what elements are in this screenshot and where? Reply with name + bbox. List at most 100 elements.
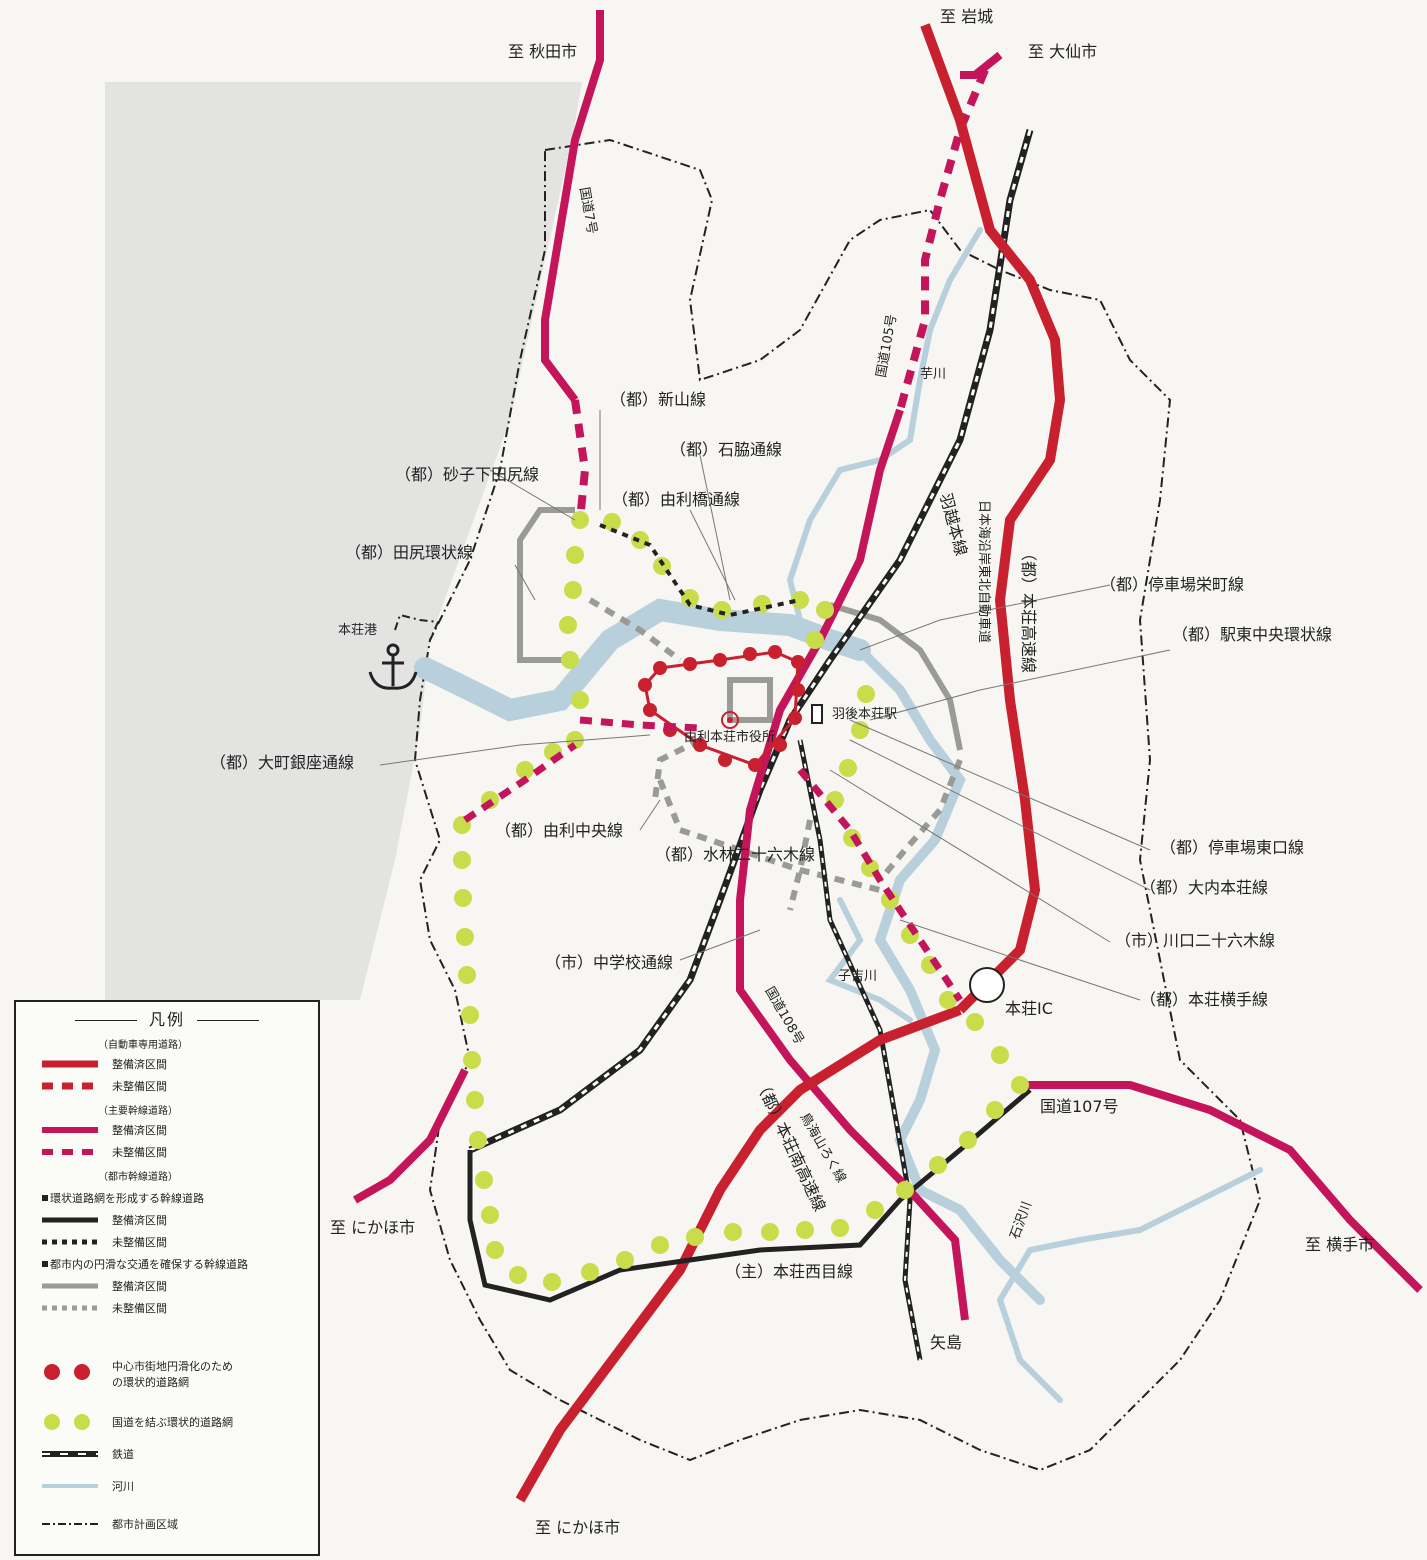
grey-inner-road-2 bbox=[652, 737, 702, 801]
legend-title: 凡例 bbox=[16, 1006, 318, 1030]
river-group bbox=[414, 227, 1263, 1403]
expressway-built-symbol bbox=[42, 1060, 98, 1068]
legend-expressway-built: 整備済区間 bbox=[16, 1054, 318, 1074]
legend-text: 未整備区間 bbox=[112, 1146, 167, 1159]
route108-label: 国道108号 bbox=[762, 985, 807, 1048]
legend-expressway-category: （自動車専用道路） bbox=[16, 1036, 318, 1056]
legend-railway: 鉄道 bbox=[16, 1444, 318, 1464]
ishizawa-river-label: 石沢川 bbox=[1008, 1200, 1035, 1242]
teishajo-higashiguchi-label: （都）停車場東口線 bbox=[1160, 838, 1304, 857]
ring-unbuilt-black bbox=[599, 523, 801, 618]
legend-text: 環状道路網を形成する幹線道路 bbox=[50, 1192, 204, 1205]
route7-label: 国道7号 bbox=[576, 186, 599, 235]
smooth-built-symbol bbox=[42, 1283, 98, 1289]
chugakko-label: （市）中学校通線 bbox=[545, 953, 673, 972]
koyoshi-branch bbox=[825, 897, 913, 1023]
legend-text: 鉄道 bbox=[112, 1448, 134, 1461]
route105 bbox=[736, 51, 1003, 1321]
legend-text: 整備済区間 bbox=[112, 1124, 167, 1137]
center-ring-symbol bbox=[44, 1364, 90, 1380]
legend-cat-text: （主要幹線道路） bbox=[98, 1106, 178, 1117]
legend-ring-unbuilt: 未整備区間 bbox=[16, 1232, 318, 1252]
route105-label: 国道105号 bbox=[874, 313, 900, 378]
ring-built-symbol bbox=[42, 1217, 98, 1223]
legend-arterial-category: （主要幹線道路） bbox=[16, 1102, 318, 1122]
imo-river-label: 芋川 bbox=[920, 367, 946, 382]
legend-text: 整備済区間 bbox=[112, 1058, 167, 1071]
ouchi-label: （都）大内本荘線 bbox=[1140, 878, 1268, 897]
grey-inner-road bbox=[588, 597, 682, 663]
legend-text: 河川 bbox=[112, 1480, 134, 1493]
legend-text: 都市計画区域 bbox=[112, 1518, 178, 1531]
sunago-label: （都）砂子下田尻線 bbox=[395, 465, 539, 484]
dest-iwaki: 至 岩城 bbox=[940, 7, 993, 26]
station-label: 羽後本荘駅 bbox=[832, 707, 897, 722]
honjo-express-label: （都）本荘高速線 bbox=[1019, 545, 1038, 673]
city-hall-label: 由利本荘市役所 bbox=[684, 729, 775, 745]
legend-text: 整備済区間 bbox=[112, 1280, 167, 1293]
river-symbol bbox=[42, 1484, 98, 1488]
legend-text: 未整備区間 bbox=[112, 1080, 167, 1093]
legend-box: 凡例 （自動車専用道路） 整備済区間 未整備区間 （主要幹線道路） 整備済区間 … bbox=[14, 1000, 320, 1556]
yurihashi-label: （都）由利橋通線 bbox=[612, 490, 740, 509]
expressways bbox=[515, 23, 1066, 1503]
grey-inner-road-4 bbox=[727, 677, 773, 723]
leader-lines bbox=[379, 410, 1171, 1001]
route7-south bbox=[353, 1068, 469, 1204]
tajiri-ring-road bbox=[517, 507, 575, 663]
dest-nikaho-south: 至 にかほ市 bbox=[535, 1518, 620, 1537]
station-marker bbox=[811, 704, 823, 724]
legend-text: 未整備区間 bbox=[112, 1302, 167, 1315]
legend-cat-text: （自動車専用道路） bbox=[98, 1040, 188, 1051]
legend-expressway-unbuilt: 未整備区間 bbox=[16, 1076, 318, 1096]
grey-inner-road-3 bbox=[787, 819, 813, 911]
anchor-icon bbox=[368, 643, 418, 690]
arterial-built-symbol bbox=[42, 1127, 98, 1133]
port-boundary bbox=[394, 613, 440, 641]
tajiri-label: （都）田尻環状線 bbox=[345, 543, 473, 562]
koyoshi-river bbox=[414, 598, 871, 722]
legend-smooth-traffic: 都市内の円滑な交通を確保する幹線道路 bbox=[16, 1254, 318, 1274]
nishinome-road bbox=[467, 1088, 1032, 1303]
city-hall-marker bbox=[721, 711, 739, 729]
railway-symbol bbox=[42, 1451, 98, 1457]
legend-planning-area: 都市計画区域 bbox=[16, 1514, 318, 1534]
legend-national-ring: 国道を結ぶ環状的道路網 bbox=[16, 1412, 318, 1432]
nihonkai-expressway-label: 日本海沿岸東北自動車道 bbox=[976, 500, 992, 643]
yokote-line-label: （都）本荘横手線 bbox=[1140, 990, 1268, 1009]
ekihigashi-label: （都）駅東中央環状線 bbox=[1172, 625, 1332, 644]
chokai-line-ticks bbox=[799, 739, 921, 1361]
legend-arterial-unbuilt: 未整備区間 bbox=[16, 1142, 318, 1162]
route107-label: 国道107号 bbox=[1040, 1097, 1119, 1116]
uetsu-line-label: 羽越本線 bbox=[936, 491, 971, 558]
legend-text: 国道を結ぶ環状的道路網 bbox=[112, 1416, 233, 1429]
shinyama-label: （都）新山線 bbox=[610, 390, 706, 409]
dest-nikaho-west: 至 にかほ市 bbox=[330, 1218, 415, 1237]
arterial-unbuilt-symbol bbox=[42, 1149, 98, 1155]
koyoshi-river-upper bbox=[855, 645, 1045, 1305]
legend-center-ring: 中心市街地円滑化のため の環状的道路網 bbox=[16, 1360, 318, 1398]
planning-area-boundary bbox=[413, 138, 1262, 1472]
expressway-unbuilt-symbol bbox=[42, 1082, 98, 1090]
nishinome-label: （主）本荘西目線 bbox=[725, 1262, 853, 1281]
teishajo-sakaemachi-label: （都）停車場栄町線 bbox=[1100, 575, 1244, 594]
omachi-label: （都）大町銀座通線 bbox=[210, 753, 354, 772]
national-ring-symbol bbox=[44, 1414, 90, 1430]
legend-city-arterial-category: （都市幹線道路） bbox=[16, 1168, 318, 1188]
legend-text: 整備済区間 bbox=[112, 1214, 167, 1227]
planning-area-symbol bbox=[42, 1523, 98, 1525]
koyoshi-river-label: 子吉川 bbox=[838, 969, 877, 984]
kawaguchi-label: （市）川口二十六木線 bbox=[1115, 931, 1275, 950]
honjo-port-label: 本荘港 bbox=[338, 623, 377, 638]
legend-ring-built: 整備済区間 bbox=[16, 1210, 318, 1230]
dest-akita: 至 秋田市 bbox=[508, 42, 577, 61]
route7-north bbox=[541, 10, 604, 403]
dest-yajima: 矢島 bbox=[930, 1333, 962, 1352]
ishizawa-river bbox=[996, 1167, 1263, 1403]
honjo-minami-expressway bbox=[515, 1005, 962, 1503]
imo-river bbox=[786, 227, 983, 623]
ishiwaki-label: （都）石脇通線 bbox=[670, 440, 782, 459]
dest-yokote: 至 横手市 bbox=[1305, 1235, 1374, 1254]
legend-text: 中心市街地円滑化のため bbox=[112, 1360, 233, 1373]
legend-text: 未整備区間 bbox=[112, 1236, 167, 1249]
